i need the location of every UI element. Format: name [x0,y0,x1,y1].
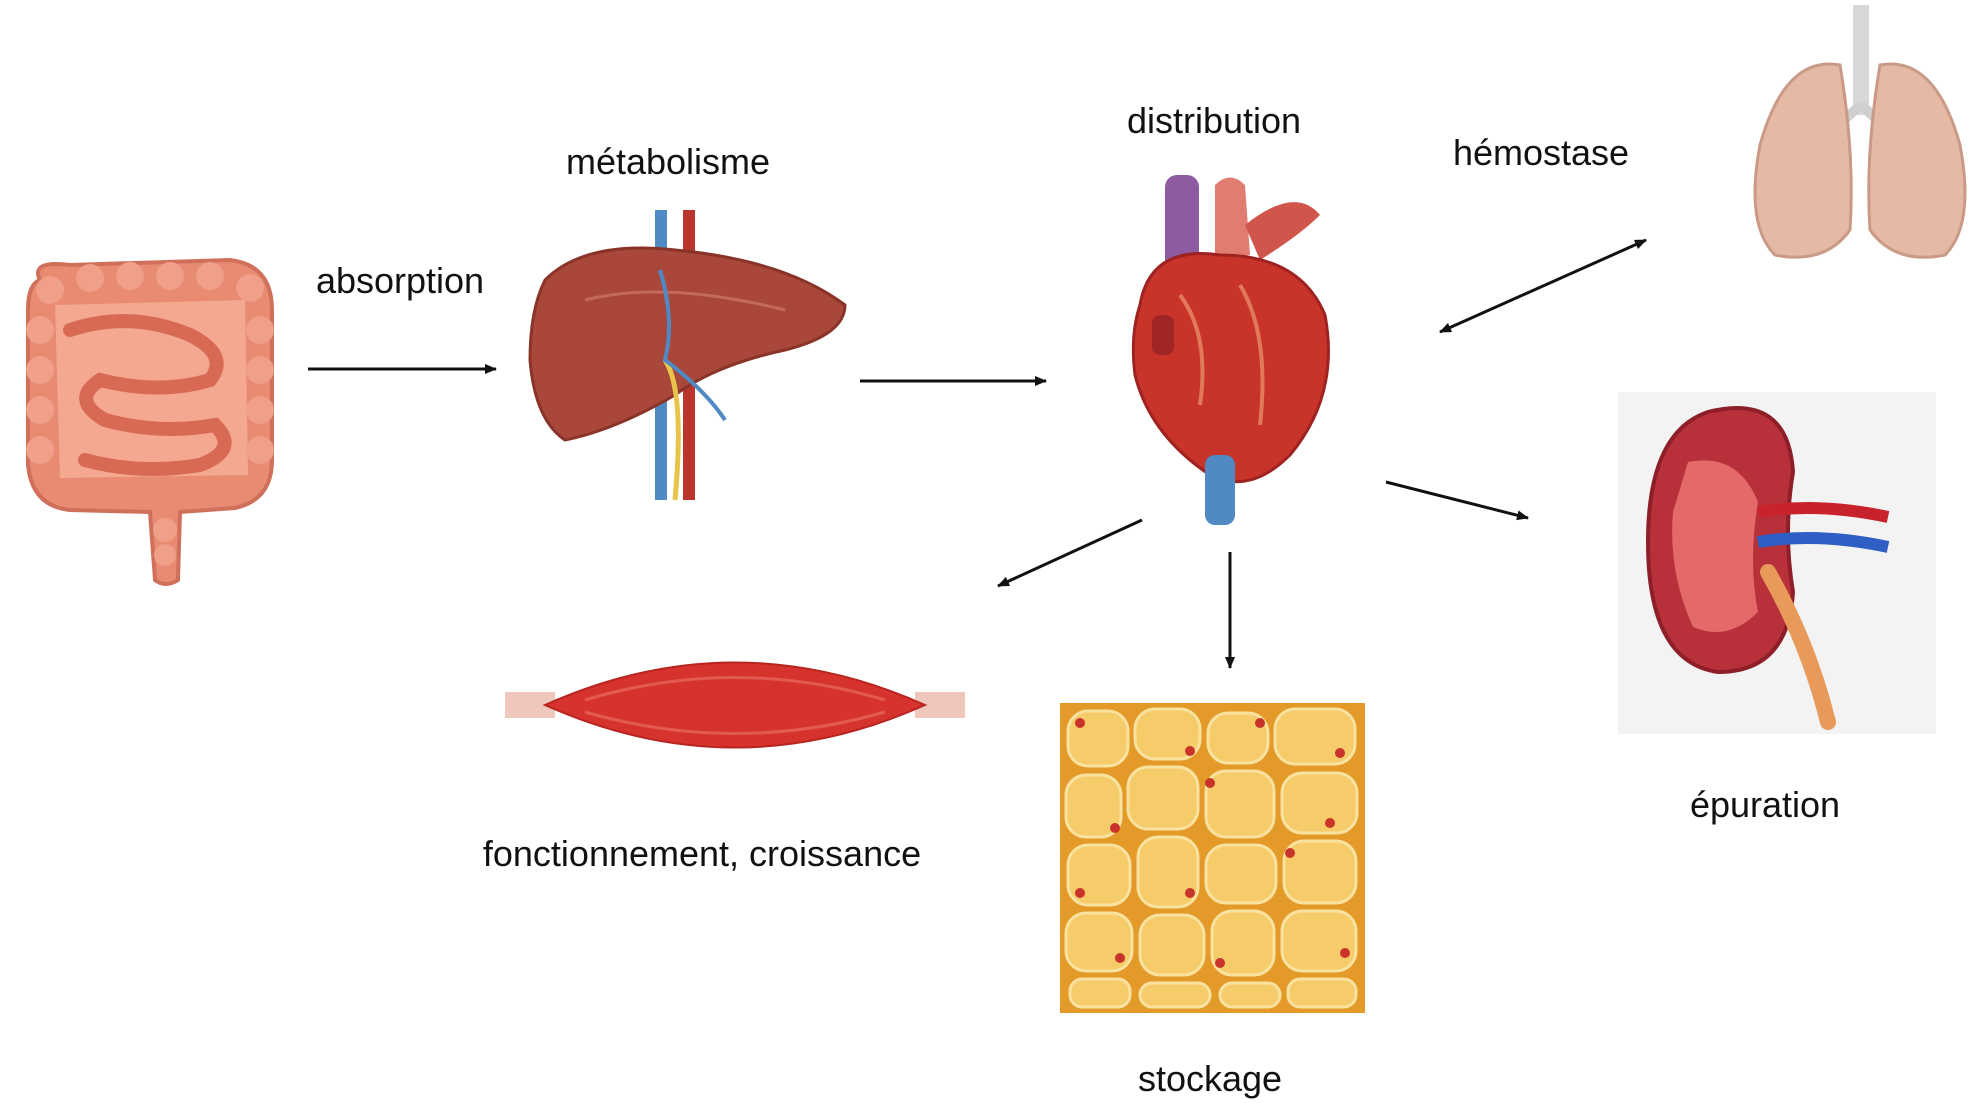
muscle-illustration [505,630,965,780]
arrow-heart-to-kidney [1386,482,1528,518]
label-elimination: épuration [1690,784,1840,826]
kidney-illustration [1618,392,1936,734]
label-absorption: absorption [316,260,484,302]
heart-illustration [1120,165,1350,530]
label-function-growth: fonctionnement, croissance [483,833,921,875]
arrow-heart-lungs-bidirectional [1440,240,1646,332]
intestine-illustration [10,250,290,590]
label-hemostasis: hémostase [1453,132,1629,174]
label-metabolism: métabolisme [566,141,770,183]
label-storage: stockage [1138,1058,1282,1100]
lungs-illustration [1745,5,1975,270]
liver-illustration [525,210,860,500]
label-distribution: distribution [1127,100,1301,142]
adipose-tissue-illustration [1060,703,1365,1013]
